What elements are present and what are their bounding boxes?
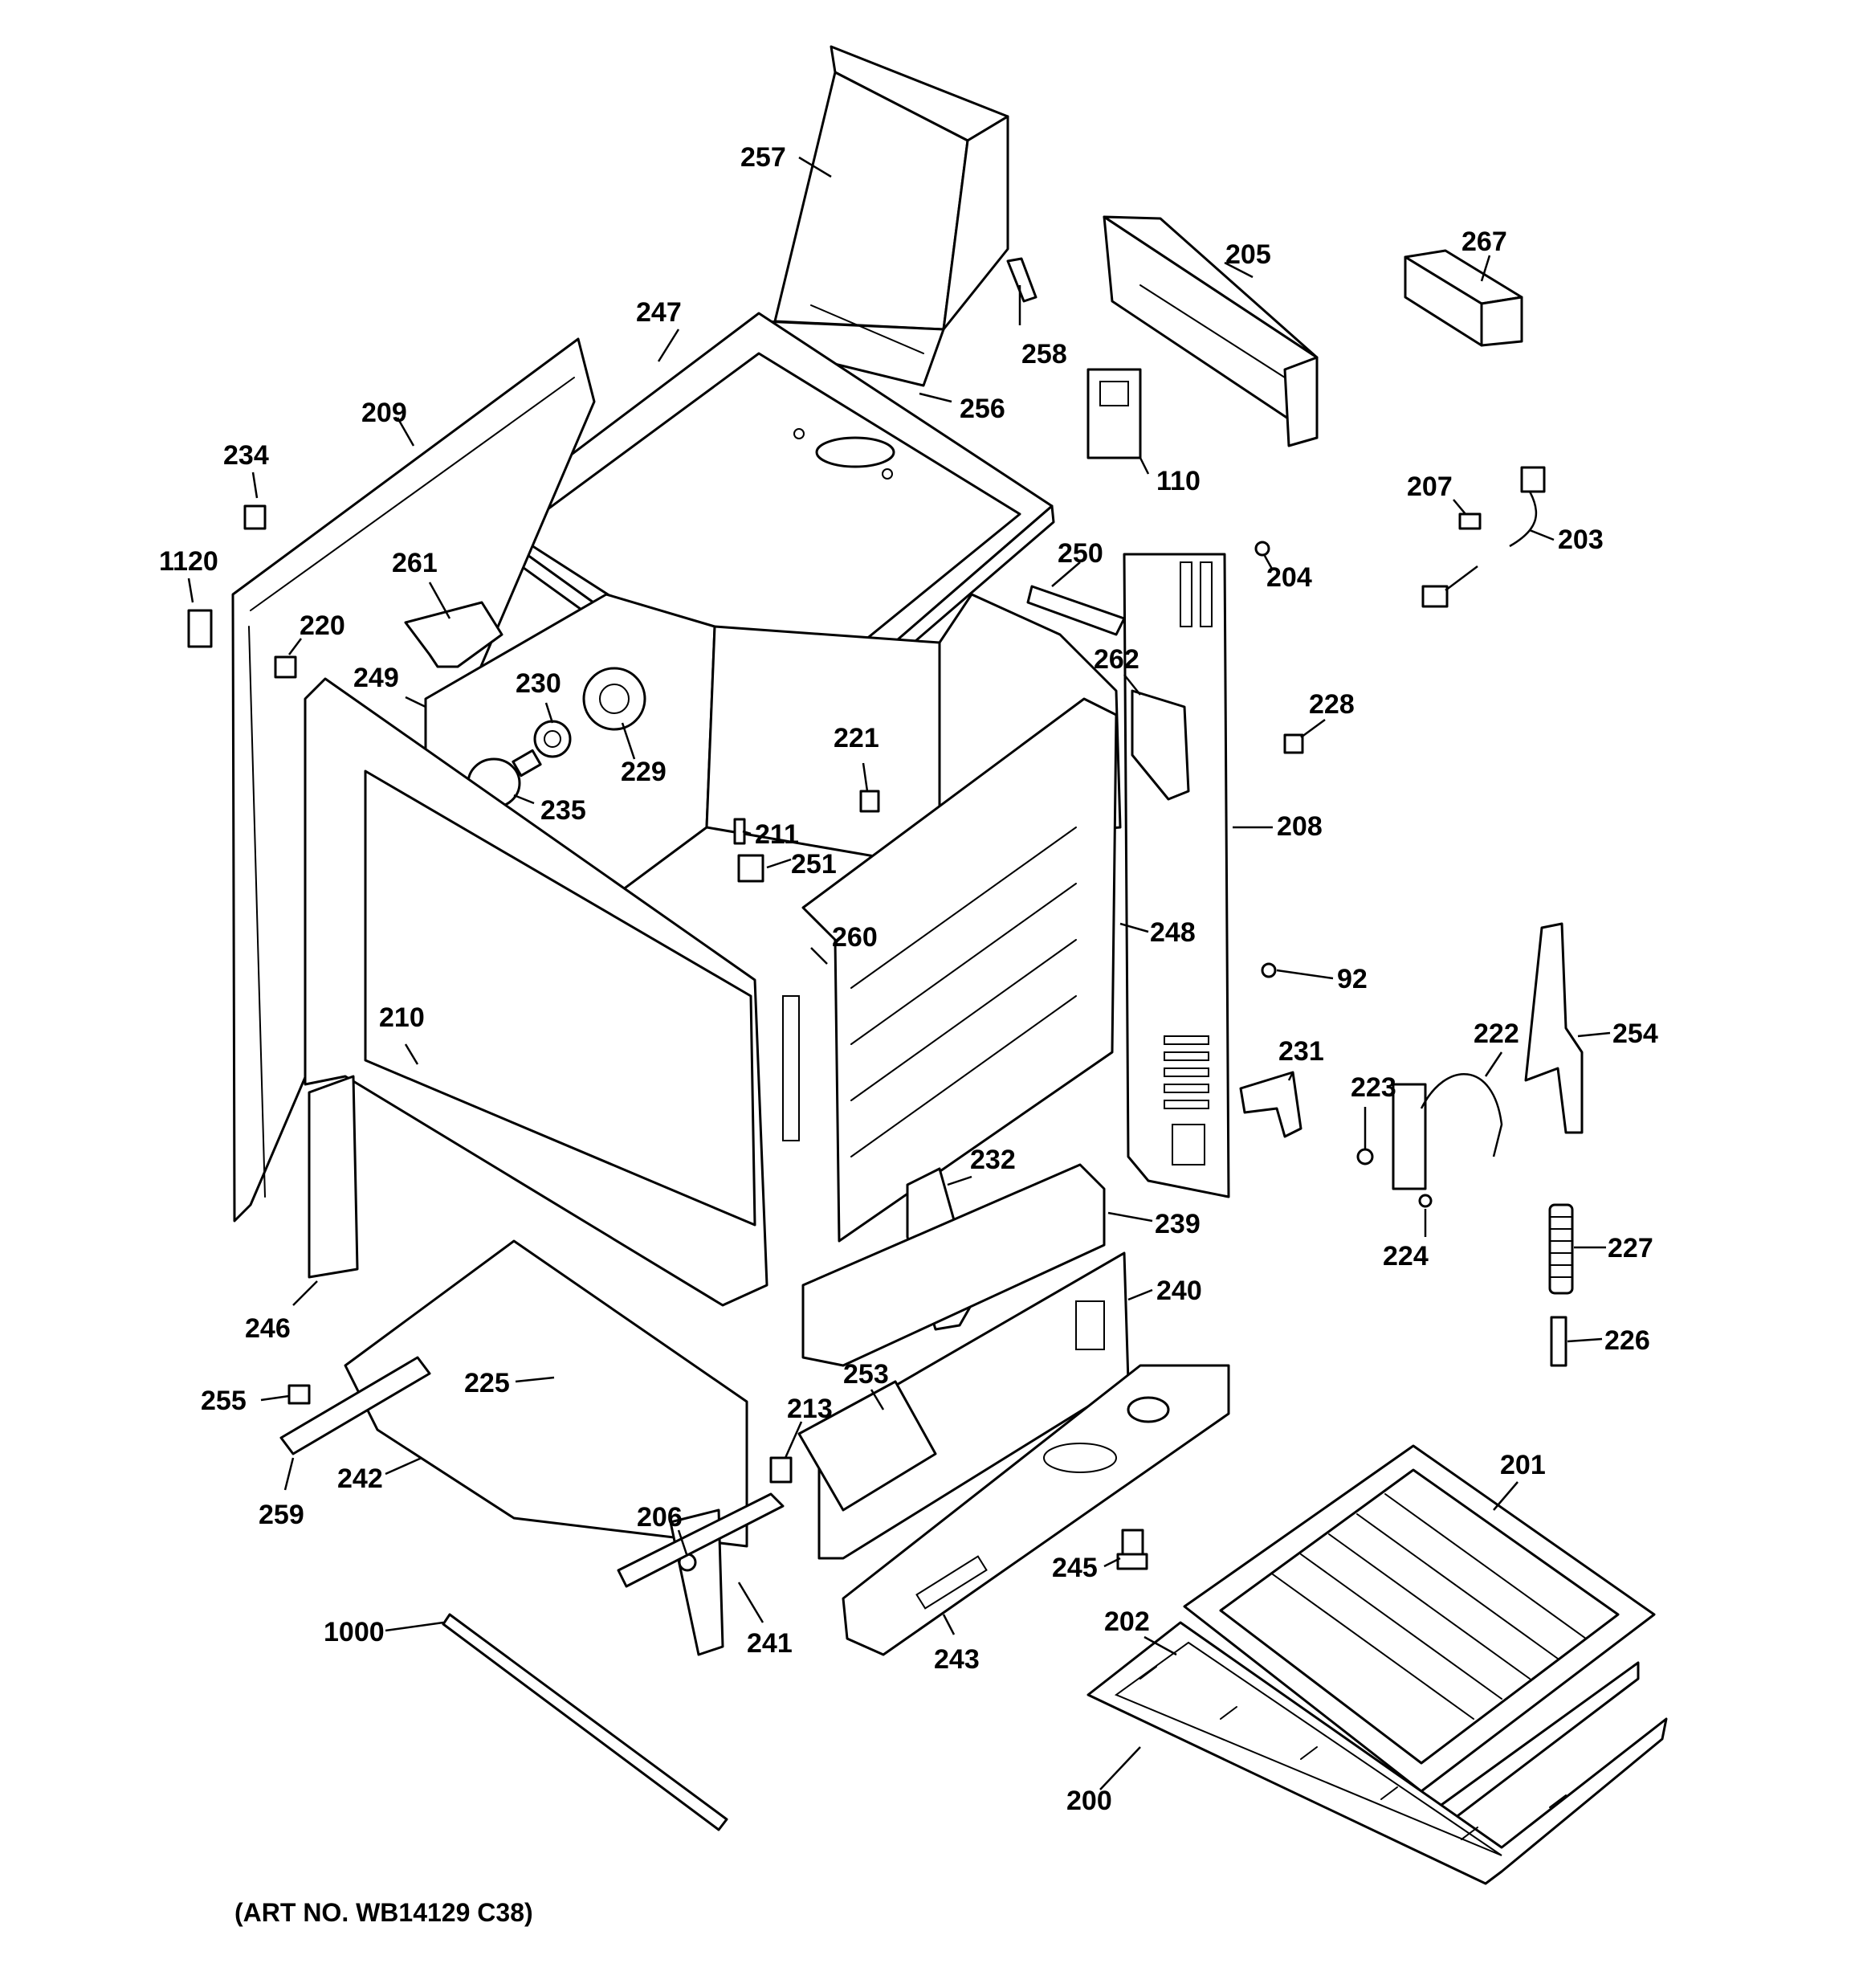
callout-1120: 1120	[159, 546, 218, 577]
callout-labels: 257 247 258 256 205 267 110 209 234 1120…	[159, 142, 1658, 1816]
insulation-261-part	[404, 601, 503, 668]
callout-250: 250	[1058, 538, 1103, 569]
callout-221: 221	[834, 723, 879, 753]
callout-222: 222	[1474, 1018, 1519, 1049]
burner-tray-part	[842, 1364, 1230, 1656]
clip-213-part	[769, 1456, 793, 1484]
clip-228-part	[1283, 733, 1304, 754]
bracket-231-part	[1239, 1071, 1302, 1138]
callout-231: 231	[1278, 1036, 1324, 1067]
right-panel-part	[782, 697, 1118, 1243]
hinge-254-part	[1524, 922, 1584, 1134]
power-cord-part	[1421, 466, 1546, 608]
insulation-262-part	[1131, 689, 1190, 801]
callout-249: 249	[353, 663, 399, 693]
callout-226: 226	[1604, 1325, 1650, 1356]
rail-241-part	[617, 1492, 785, 1588]
leader-lines	[187, 156, 1611, 1790]
callout-110: 110	[1156, 466, 1201, 496]
strip-1000-part	[442, 1613, 728, 1831]
callout-247: 247	[636, 297, 682, 328]
callout-241: 241	[747, 1628, 793, 1659]
callout-251: 251	[791, 849, 837, 880]
oven-rack-part	[1086, 1621, 1668, 1885]
callout-240: 240	[1156, 1276, 1202, 1306]
callout-257: 257	[740, 142, 786, 173]
clip-1120-part	[187, 609, 213, 648]
callout-253: 253	[843, 1359, 889, 1390]
callout-210: 210	[379, 1002, 425, 1033]
callout-262: 262	[1094, 644, 1139, 675]
clip-207-part	[1458, 512, 1482, 530]
clip-234-part	[243, 504, 267, 530]
hinge-assembly-part	[1356, 1072, 1503, 1208]
callout-254: 254	[1612, 1018, 1658, 1049]
callout-259: 259	[259, 1500, 304, 1530]
callout-261: 261	[392, 548, 438, 578]
callout-258: 258	[1021, 339, 1067, 369]
callout-1000: 1000	[324, 1617, 385, 1647]
front-frame-part	[304, 677, 768, 1307]
callout-242: 242	[337, 1463, 383, 1494]
vent-slots	[1164, 1035, 1209, 1109]
callout-232: 232	[970, 1145, 1016, 1175]
bottom-pan-part	[279, 1239, 748, 1656]
grid-slots	[1272, 1493, 1587, 1720]
callout-239: 239	[1155, 1209, 1201, 1239]
callout-246: 246	[245, 1313, 291, 1344]
callout-245: 245	[1052, 1553, 1098, 1583]
clip-220-part	[274, 655, 297, 679]
callout-205: 205	[1225, 239, 1271, 270]
callout-223: 223	[1351, 1072, 1396, 1103]
screw-204-part	[1254, 541, 1270, 557]
callout-224: 224	[1383, 1241, 1429, 1272]
spring-227-part	[1548, 1203, 1574, 1295]
broiler-grid-part	[1183, 1444, 1656, 1793]
callout-208: 208	[1277, 811, 1323, 842]
art-number: (ART NO. WB14129 C38)	[234, 1898, 533, 1927]
rack-bars	[1139, 1666, 1631, 1840]
callout-227: 227	[1608, 1233, 1653, 1263]
callout-256: 256	[960, 394, 1005, 424]
callout-230: 230	[516, 668, 561, 699]
callout-225: 225	[464, 1368, 510, 1398]
callout-202: 202	[1104, 1606, 1150, 1637]
lower-frame-part	[801, 1163, 1130, 1560]
callout-211: 211	[755, 819, 799, 850]
callout-255: 255	[201, 1386, 247, 1416]
callout-235: 235	[540, 795, 586, 826]
callout-220: 220	[300, 610, 345, 641]
callout-260: 260	[832, 922, 878, 953]
callout-243: 243	[934, 1644, 980, 1675]
callout-234: 234	[223, 440, 269, 471]
clip-221-part	[859, 790, 880, 813]
door-panel-253-part	[797, 1380, 937, 1512]
vent-duct-part	[757, 45, 1009, 387]
callout-207: 207	[1407, 471, 1453, 502]
callout-229: 229	[621, 757, 667, 787]
callout-267: 267	[1461, 227, 1507, 257]
module-110-part	[1086, 368, 1142, 459]
insulation-block-part	[1404, 249, 1523, 347]
bracket-251-part	[737, 854, 764, 883]
callout-92: 92	[1337, 964, 1368, 994]
screw-92-part	[1261, 962, 1277, 978]
bracket-258-part	[1006, 257, 1037, 303]
callout-201: 201	[1500, 1450, 1546, 1480]
side-panel-right-part	[1123, 553, 1230, 1198]
callout-203: 203	[1558, 525, 1604, 555]
callout-213: 213	[787, 1394, 833, 1424]
control-panel-part	[1103, 215, 1319, 447]
callout-206: 206	[637, 1502, 683, 1533]
callout-248: 248	[1150, 917, 1196, 948]
part-shapes	[187, 45, 1668, 1885]
callout-228: 228	[1309, 689, 1355, 720]
leveler-245-part	[1116, 1529, 1148, 1570]
link-226-part	[1550, 1316, 1567, 1367]
strip-250-part	[1026, 585, 1126, 636]
callout-209: 209	[361, 398, 407, 428]
callout-204: 204	[1266, 562, 1312, 593]
callout-200: 200	[1066, 1786, 1112, 1816]
